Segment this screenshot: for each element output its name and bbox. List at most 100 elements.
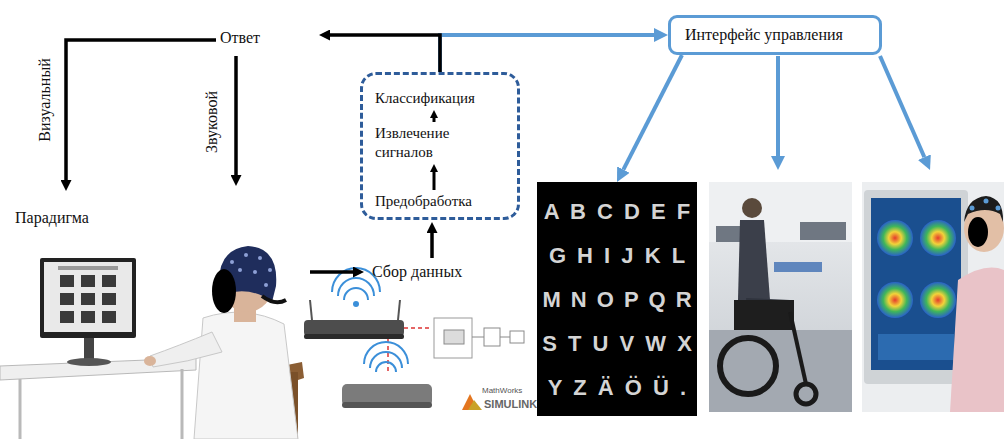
- blue-arrows-part: [776, 56, 780, 156]
- desk: [0, 358, 196, 439]
- step-arrow: [433, 118, 436, 122]
- brain-map-photo: [862, 182, 1004, 412]
- speller-matrix: A B C D E FG H I J K LM N O P Q RS T U V…: [537, 182, 697, 416]
- wireless-routers-part: [398, 300, 400, 320]
- wireless-routers-part: [404, 327, 432, 329]
- box-text: Интерфейс управления: [685, 25, 865, 45]
- simulink-model-part: [434, 318, 472, 358]
- wheelchair-photo-part: [738, 220, 770, 300]
- wireless-routers-part: [304, 334, 404, 339]
- matrix-row: G H I J K L: [541, 234, 693, 278]
- monitor-part: [102, 275, 116, 287]
- wheelchair-photo-part: [720, 338, 776, 394]
- person: [144, 246, 304, 439]
- wheelchair-photo: [709, 182, 852, 412]
- person-part: [238, 268, 242, 272]
- wheelchair-photo-part: [734, 300, 794, 330]
- connector-arrow: [440, 35, 654, 72]
- process-group: КлассификацияИзвлечение сигналовПредобра…: [360, 72, 520, 220]
- monitor-part: [81, 311, 95, 323]
- person-part: [144, 356, 156, 366]
- desk-part: [181, 369, 184, 439]
- wireless-routers-part: [342, 402, 432, 408]
- wireless-routers-part: [364, 342, 408, 364]
- monitor-part: [40, 258, 136, 338]
- simulink-model-part: [510, 331, 524, 343]
- wireless-routers-part: [370, 352, 402, 368]
- person-part: [230, 260, 234, 264]
- response-label: Ответ: [220, 28, 260, 48]
- person-part: [262, 296, 286, 302]
- person-part: [264, 283, 268, 287]
- monitor-part: [81, 293, 95, 305]
- simulink-model: [434, 318, 524, 410]
- brain-map-photo-part: [984, 199, 989, 204]
- person-part: [150, 332, 222, 367]
- matrix-row: M N O P Q R: [541, 278, 693, 322]
- wireless-routers: [304, 268, 432, 408]
- monitor-part: [44, 262, 132, 332]
- brain-map-photo-part: [970, 206, 975, 211]
- monitor-part: [81, 275, 95, 287]
- monitor-part: [67, 358, 111, 366]
- step-arrow: [433, 172, 436, 190]
- brain-map-photo-part: [920, 220, 956, 256]
- wheelchair-photo-part: [709, 182, 852, 412]
- black-arrows-part: [330, 35, 440, 72]
- process-step: Классификация: [375, 89, 475, 108]
- interface-box: Интерфейс управления: [668, 15, 882, 55]
- simulink-model-part: [484, 328, 500, 346]
- monitor-part: [102, 293, 116, 305]
- person-part: [268, 268, 272, 272]
- simulink-model-part: [444, 330, 464, 344]
- wireless-routers-part: [338, 278, 374, 296]
- black-arrows-part: [430, 233, 434, 258]
- brain-map-photo-part: [878, 334, 954, 360]
- monitor-part: [60, 311, 74, 323]
- brand-label: MathWorks: [482, 386, 522, 396]
- wireless-routers-part: [344, 288, 368, 300]
- brain-map-photo-part: [964, 196, 1003, 222]
- monitor-part: [84, 338, 94, 360]
- monitor-part: [58, 266, 118, 270]
- step-label: Сбор данных: [372, 262, 462, 282]
- brain-map-photo-part: [996, 206, 1001, 211]
- brain-map-photo-part: [862, 182, 1004, 412]
- wireless-routers-part: [376, 362, 396, 372]
- black-arrows-part: [310, 270, 353, 274]
- connector-arrow: [623, 55, 682, 170]
- wireless-routers-part: [304, 320, 404, 336]
- brain-map-photo-part: [950, 268, 1004, 412]
- path-label: Визуальный: [35, 58, 55, 141]
- monitor: [40, 258, 136, 366]
- monitor-part: [60, 275, 74, 287]
- wireless-routers-part: [387, 339, 389, 372]
- wheelchair-photo-part: [709, 330, 852, 412]
- person-part: [244, 253, 248, 257]
- wireless-routers-part: [353, 301, 359, 307]
- person-part: [194, 312, 298, 439]
- desk-part: [19, 379, 22, 439]
- monitor-part: [102, 311, 116, 323]
- blue-arrows-part: [880, 56, 924, 157]
- brain-map-photo-part: [968, 217, 988, 247]
- simulink-model-part: [472, 337, 484, 338]
- wireless-routers-part: [310, 300, 312, 320]
- brain-map-photo-part: [877, 220, 913, 256]
- black-arrows-part: [234, 56, 238, 175]
- person-part: [253, 270, 257, 274]
- matrix-row: S T U V W X: [541, 322, 693, 366]
- wheelchair-photo-part: [774, 262, 822, 272]
- wheelchair-photo-part: [790, 312, 806, 384]
- person-part: [258, 256, 262, 260]
- brand-label: SIMULINK: [484, 398, 537, 411]
- brain-map-photo-part: [877, 282, 913, 318]
- blue-arrows: [778, 56, 924, 157]
- wheelchair-photo-part: [796, 384, 816, 404]
- brain-map-photo-part: [920, 282, 956, 318]
- person-part: [212, 269, 236, 313]
- brain-map-photo-part: [871, 198, 961, 370]
- matrix-row: Y Z Ä Ö Ü .: [541, 366, 693, 410]
- black-arrows-part: [66, 40, 216, 180]
- process-step: Предобработка: [375, 192, 472, 211]
